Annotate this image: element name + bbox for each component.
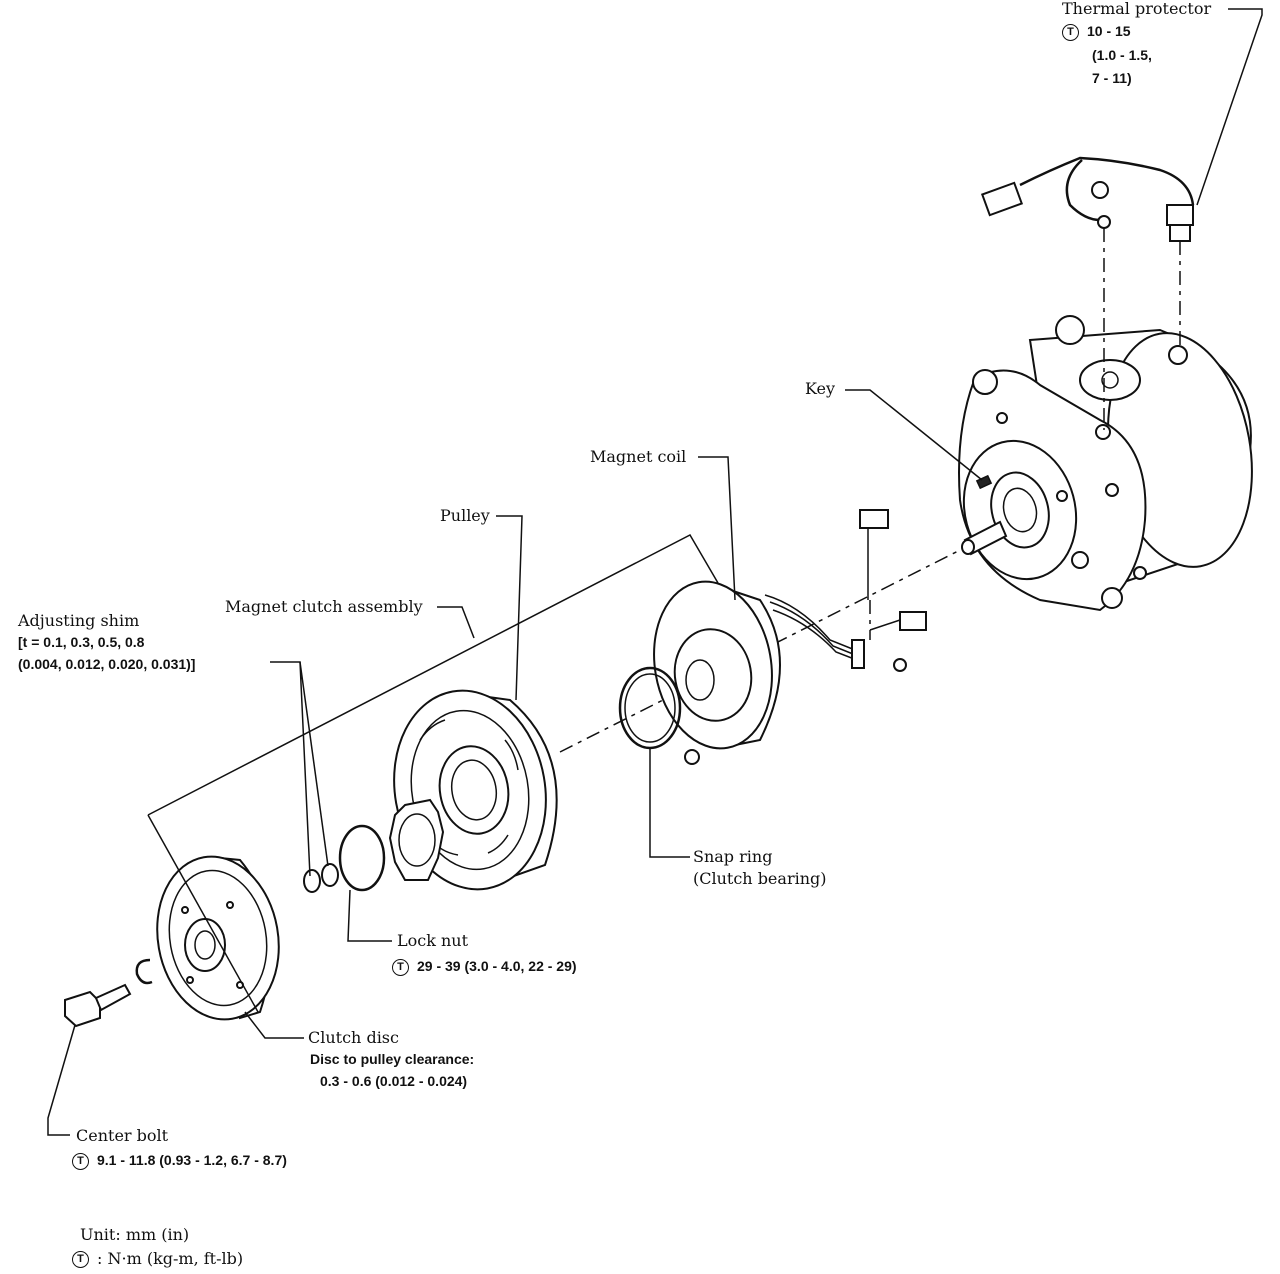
thermal-protector-torque-line3: 7 - 11) [1092,70,1132,86]
torque-symbol-icon: T [72,1251,89,1268]
lock-nut [338,798,445,892]
key-label: Key [805,379,836,398]
adjusting-shim-thickness-line2: (0.004, 0.012, 0.020, 0.031)] [18,656,196,672]
center-bolt-label: Center bolt [76,1126,169,1145]
adjusting-shim-thickness-line1: [t = 0.1, 0.3, 0.5, 0.8 [18,634,145,650]
magnet-clutch-assembly-label: Magnet clutch assembly [225,597,423,616]
clutch-disc [156,855,280,1021]
unit-legend: Unit: mm (in) [80,1225,190,1244]
leader-lines [47,8,1263,1136]
lock-nut-label: Lock nut [397,931,469,950]
center-bolt [64,983,132,1028]
clearance-value: 0.3 - 0.6 (0.012 - 0.024) [320,1073,468,1089]
adjusting-shims [303,863,339,893]
snap-ring-sublabel: (Clutch bearing) [693,869,827,888]
thermal-protector-torque-line2: (1.0 - 1.5, [1092,47,1152,63]
snap-ring-label: Snap ring [693,847,773,866]
magnet-coil-label: Magnet coil [590,447,687,466]
compressor-body [958,315,1253,612]
torque-unit-legend: T: N·m (kg-m, ft-lb) [72,1249,243,1269]
thermal-protector [980,156,1195,242]
magnet-coil [653,509,927,765]
key [975,474,993,490]
torque-symbol-icon: T [1062,23,1079,41]
torque-symbol-icon: T [72,1152,89,1170]
thermal-protector-label: Thermal protector [1062,0,1212,18]
clutch-disc-label: Clutch disc [308,1028,399,1047]
pulley-label: Pulley [440,506,490,525]
adjusting-shim-label: Adjusting shim [18,611,140,630]
torque-symbol-icon: T [392,958,409,976]
center-axis [559,539,981,753]
clearance-title: Disc to pulley clearance: [310,1051,475,1067]
c-ring [135,958,153,985]
